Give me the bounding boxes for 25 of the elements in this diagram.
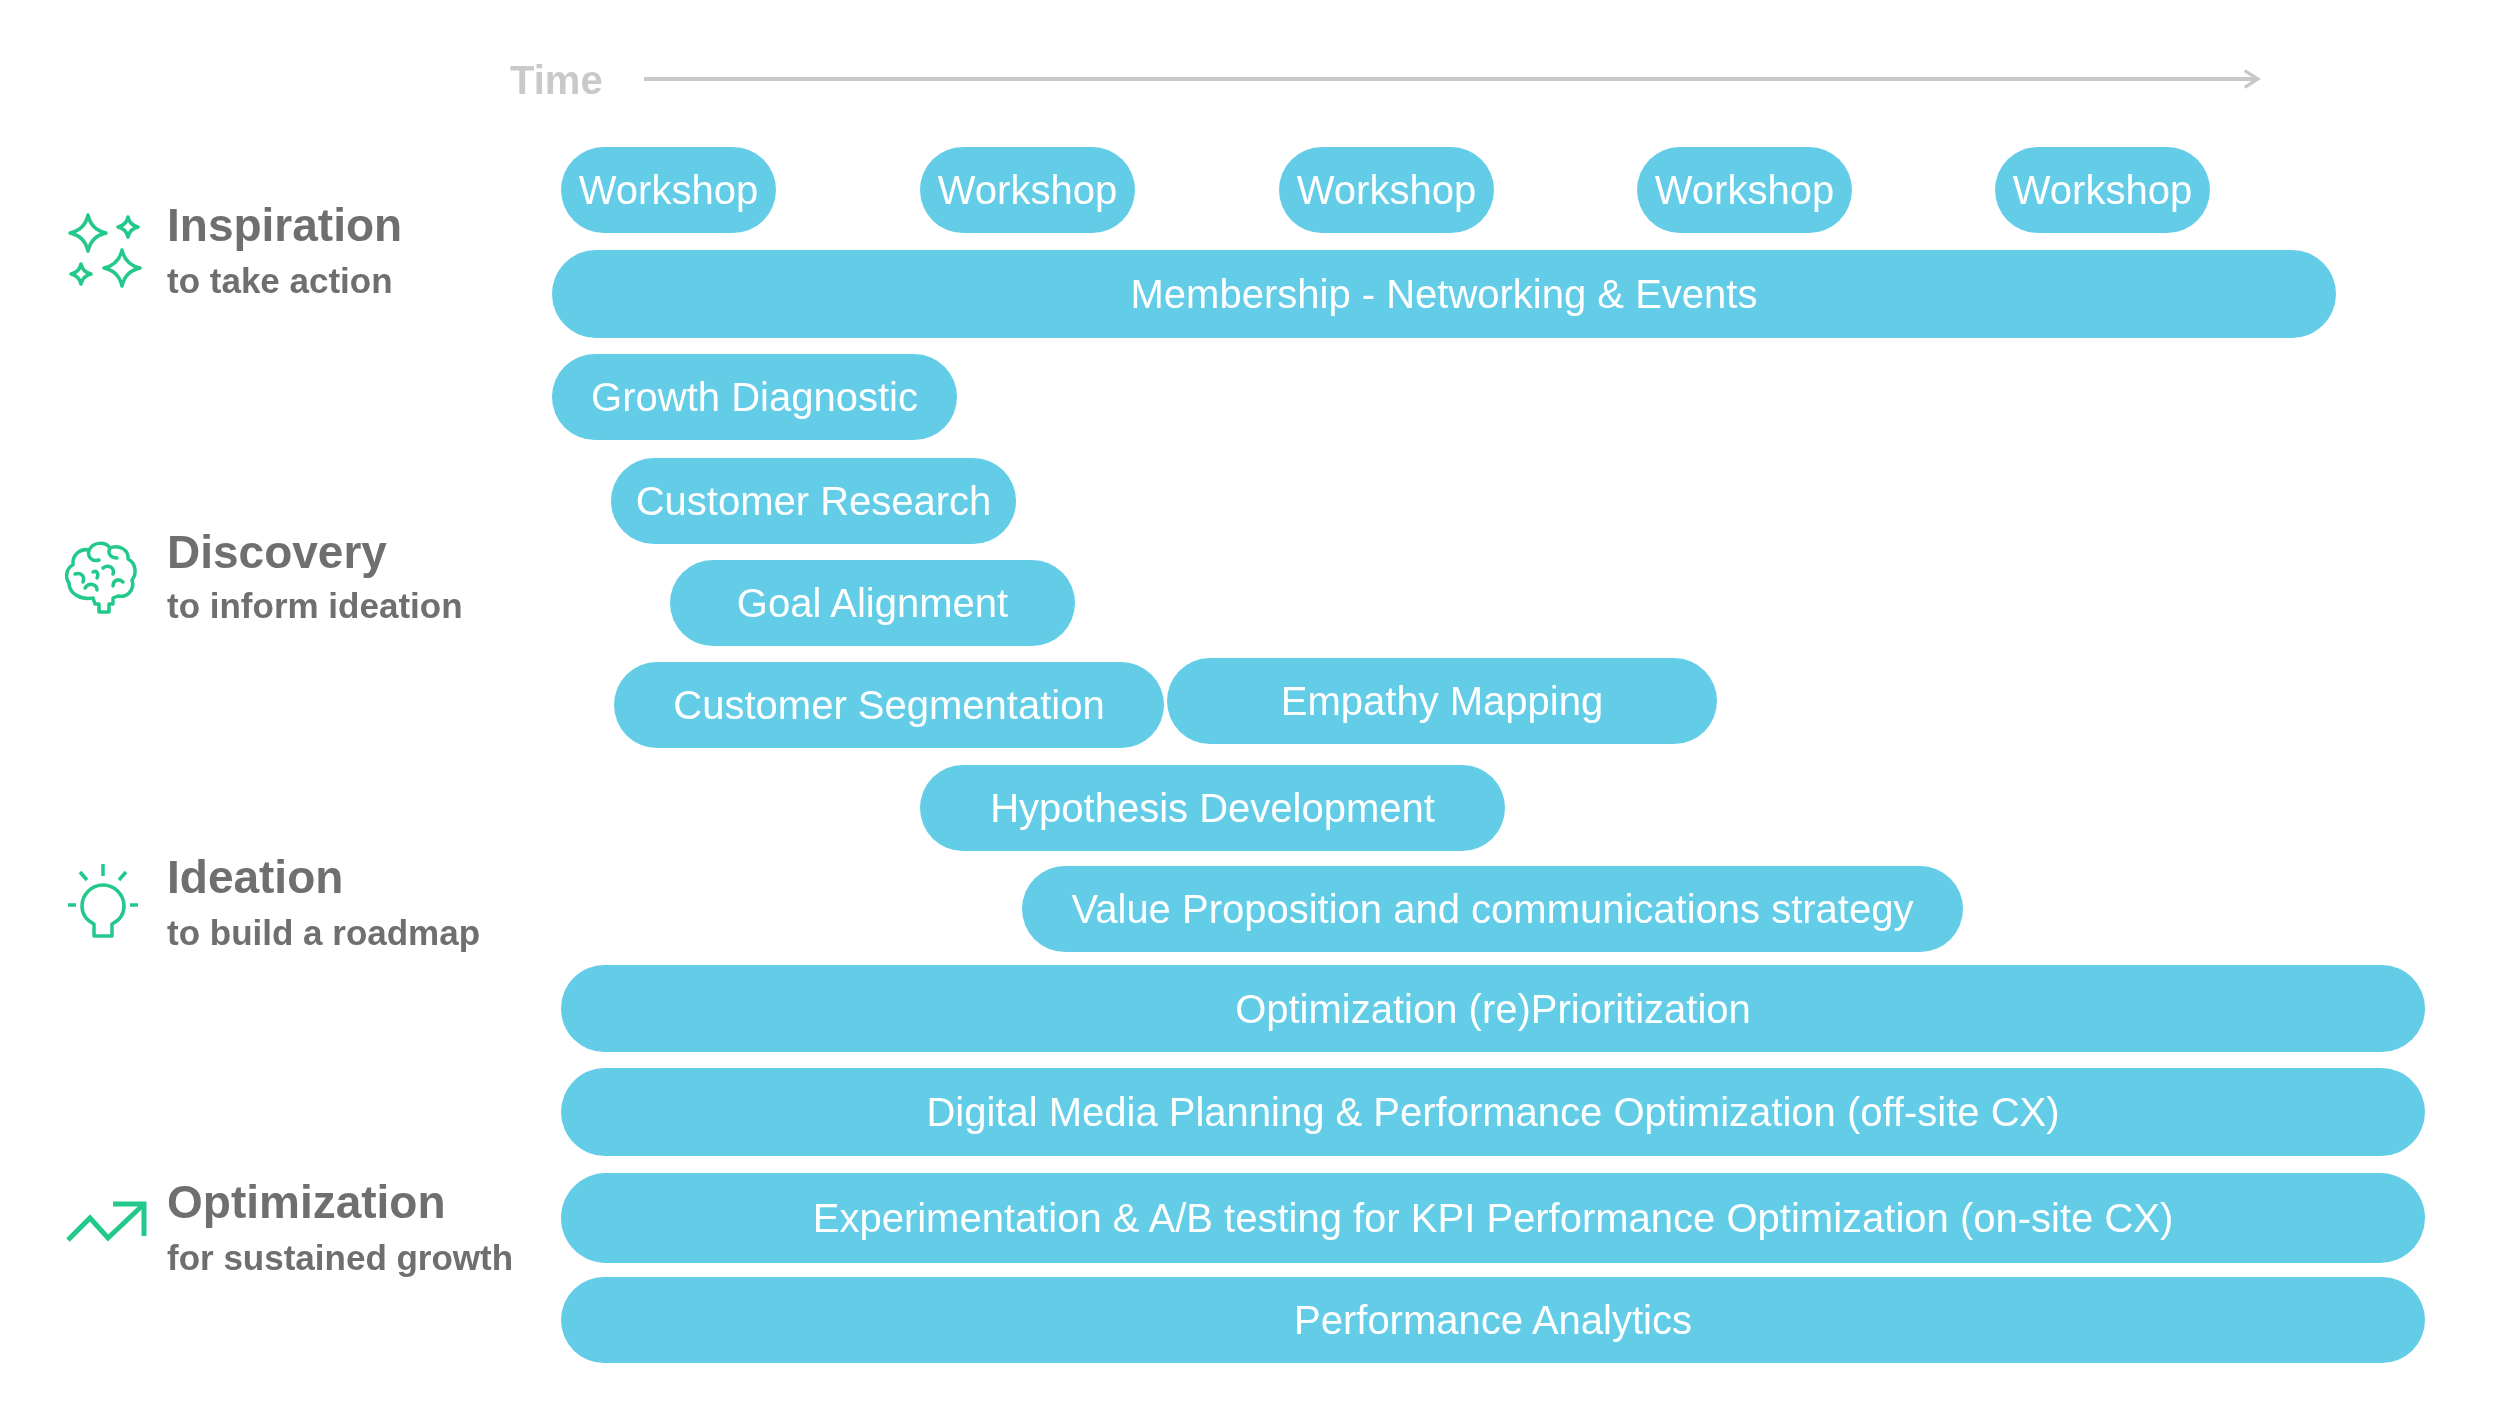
activity-label: Empathy Mapping <box>1280 678 1604 724</box>
activity-label: Customer Segmentation <box>673 682 1105 728</box>
activity-label: Workshop <box>1654 167 1835 213</box>
stage-heading: Inspiration <box>167 198 403 252</box>
activity-label: Optimization (re)Prioritization <box>1235 985 1751 1032</box>
stage-subtitle: to build a roadmap <box>167 912 481 954</box>
activity-label: Hypothesis Development <box>990 785 1435 831</box>
activity-label: Experimentation & A/B testing for KPI Performance Optimization (on-site CX) <box>812 1195 2174 1241</box>
stage-heading: Discovery <box>167 525 387 579</box>
activity-label: Digital Media Planning & Performance Optimization (off-site CX) <box>926 1089 2060 1135</box>
activity-label: Workshop <box>2012 167 2193 213</box>
stage-heading: Optimization <box>167 1175 446 1229</box>
activity-label: Workshop <box>1296 167 1477 213</box>
activity-label: Membership - Networking & Events <box>1130 271 1758 317</box>
activity-label: Performance Analytics <box>1294 1297 1692 1343</box>
activity-label: Workshop <box>937 167 1118 213</box>
activity-label: Customer Research <box>635 478 992 524</box>
stage-subtitle: to take action <box>167 260 393 302</box>
activity-label: Value Proposition and communications strategy <box>1071 886 1914 932</box>
stage-subtitle: for sustained growth <box>167 1237 514 1279</box>
stage-subtitle: to inform ideation <box>167 585 463 627</box>
activity-label: Growth Diagnostic <box>591 374 918 420</box>
stage-heading: Ideation <box>167 850 344 904</box>
activity-label: Goal Alignment <box>736 580 1009 626</box>
activity-label: Workshop <box>578 167 759 213</box>
